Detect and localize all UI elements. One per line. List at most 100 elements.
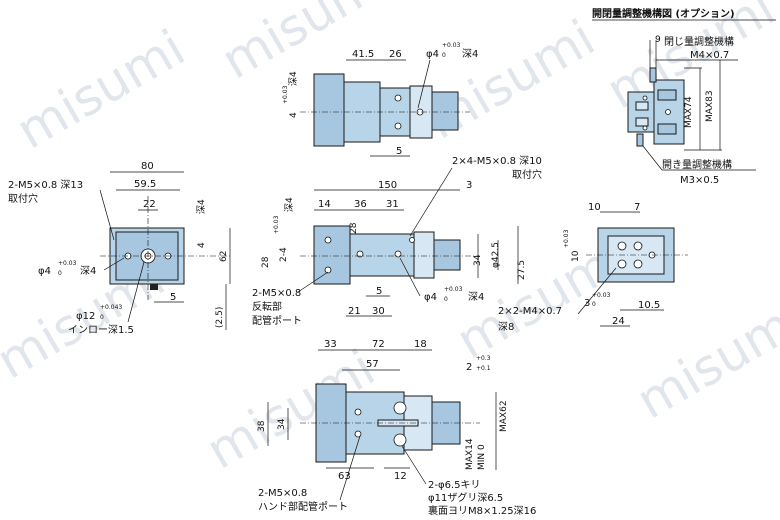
bottom-view: 33 72 18 57 2 +0.3 +0.1 38 34 MAX62 MIN …: [257, 339, 536, 517]
dim-9: 9: [655, 35, 661, 45]
leader-m5-4: [409, 167, 453, 237]
option-block-bottom: [657, 123, 677, 135]
dim-38: 38: [257, 420, 267, 432]
phi4-label: φ4: [38, 266, 51, 277]
dim-v10: 10: [571, 250, 581, 262]
dim-2-5: (2.5): [215, 307, 225, 328]
dim-v4: 4: [197, 242, 207, 248]
m5-rev-thread: 2-M5×0.8: [252, 288, 301, 299]
inro-depth: インロー深1.5: [68, 324, 134, 336]
close-adjust-label: 閉じ量調整機構: [664, 35, 734, 48]
dim-28v: 28: [349, 222, 359, 234]
tol-pos: +0.03: [273, 215, 280, 234]
leader-phi12: [127, 261, 145, 323]
vdepth4: 深4: [288, 71, 299, 86]
dim-2-4: 2-4: [279, 247, 289, 262]
option-jaw-upper: [635, 101, 649, 111]
leader-drill: [401, 445, 427, 485]
leader-phi4: [417, 59, 431, 109]
dim-5: 5: [376, 286, 382, 297]
hand-port: ハンド部配管ポート: [258, 500, 348, 513]
main-jaw: [433, 239, 461, 271]
dim-v4: 4: [289, 112, 299, 118]
top-jaw: [431, 91, 459, 131]
option-block-top: [657, 89, 677, 101]
rev-port-1: 反転部: [252, 300, 282, 313]
drill-label: 2-φ6.5キリ: [428, 480, 480, 491]
dim-36: 36: [354, 199, 367, 210]
right-hole: [617, 241, 627, 251]
option-jaw-lower: [635, 117, 649, 127]
vdepth4: 深4: [284, 197, 295, 212]
tol-pos: +0.03: [444, 286, 463, 293]
dim-14: 14: [318, 199, 331, 210]
watermark-text: misumi: [7, 19, 194, 161]
bottom-hole: [354, 408, 362, 416]
dim-34: 34: [473, 254, 483, 266]
dim-12: 12: [394, 471, 407, 482]
main-hole: [409, 237, 415, 243]
option-view: 9 閉じ量調整機構 M4×0.7 MAX74 MAX83 開き量調整機構 M3×…: [627, 35, 756, 186]
dim-63: 63: [338, 471, 351, 482]
watermark-text: misumi: [212, 0, 399, 90]
dim-10-5: 10.5: [638, 300, 660, 311]
leader-m5: [99, 189, 115, 241]
dim-max83: MAX83: [705, 90, 715, 122]
main-hole: [324, 236, 332, 244]
leader-phi4: [399, 257, 421, 297]
dim-28h: 28: [261, 256, 271, 268]
m4-thread: 2×2-M4×0.7: [498, 306, 562, 317]
dim-150: 150: [378, 180, 397, 191]
counterbore-label: φ11ザグリ深6.5: [428, 491, 503, 504]
option-title: 開閉量調整機構図 (オプション): [592, 7, 735, 20]
leader-m5: [339, 435, 361, 501]
tol-zero: 0: [442, 52, 446, 59]
leader-open: [642, 145, 663, 171]
tol-pos: +0.03: [442, 42, 461, 49]
depth4-label: 深4: [80, 265, 96, 277]
dim-59-5: 59.5: [134, 179, 156, 190]
dim-34: 34: [277, 418, 287, 430]
main-hole: [356, 250, 364, 258]
close-adjust-screw: [649, 67, 657, 83]
dim-3: 3: [584, 298, 590, 309]
top-view: 41.5 26 φ4 +0.03 0 深4 深4 +0.03 4 5: [282, 42, 478, 157]
dim-27-5: 27.5: [517, 260, 527, 280]
dim-57: 57: [366, 359, 379, 370]
tol-pos: +0.03: [592, 292, 611, 299]
dim-max14: MAX14: [465, 438, 475, 470]
main-view: 150 3 2×4-M5×0.8 深10 取付穴 14 36 31 28 28 …: [252, 155, 542, 327]
dim-5: 5: [170, 292, 176, 303]
tol-zero: 0: [592, 301, 596, 308]
depth8-label: 深8: [498, 321, 514, 333]
bottom-counterbore: [393, 401, 407, 415]
top-hole: [394, 122, 402, 130]
dim-26: 26: [389, 49, 402, 60]
dim-62: 62: [219, 251, 229, 262]
tol-pos: +0.03: [58, 260, 77, 267]
left-port: [150, 284, 158, 290]
right-hole: [617, 259, 627, 269]
depth4-label: 深4: [462, 48, 478, 60]
tol-p1: +0.1: [476, 365, 491, 372]
tol-zero: 0: [444, 296, 448, 303]
depth4-label: 深4: [468, 291, 484, 303]
dim-7: 7: [634, 202, 640, 213]
tol-zero: 0: [100, 314, 104, 321]
option-hole: [642, 95, 648, 101]
main-head: [413, 231, 435, 279]
dim-31: 31: [386, 199, 399, 210]
vdepth4: 深4: [196, 199, 207, 214]
dim-33: 33: [324, 339, 337, 350]
leader-phi4: [103, 257, 125, 271]
dim-22: 22: [143, 199, 156, 210]
right-hole: [633, 259, 643, 269]
close-adjust-thread: M4×0.7: [690, 50, 729, 61]
rev-port-2: 配管ポート: [252, 314, 302, 327]
dim-3: 3: [466, 180, 472, 191]
dim-2: 2: [466, 362, 472, 373]
phi4-label: φ4: [426, 49, 439, 60]
top-body: [379, 87, 411, 137]
open-adjust-screw: [636, 133, 644, 147]
